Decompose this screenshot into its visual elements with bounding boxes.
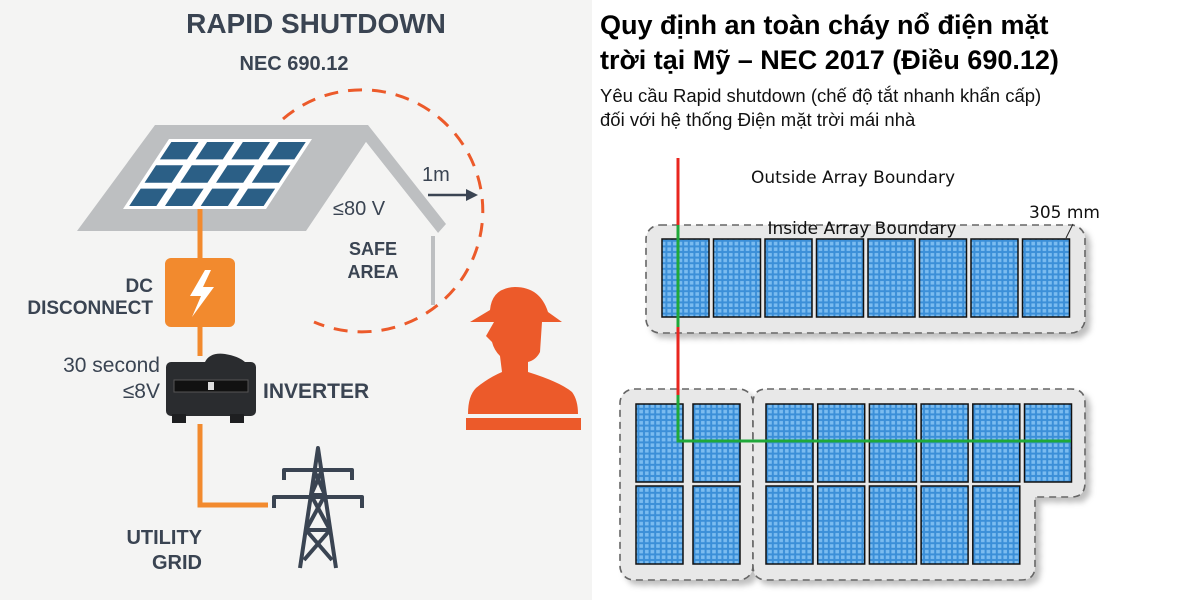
utility-label: UTILITY bbox=[126, 527, 202, 549]
solar-module bbox=[868, 403, 918, 483]
solar-cell bbox=[180, 165, 219, 183]
inside-boundary-wire bbox=[676, 395, 1071, 443]
solar-module bbox=[635, 403, 684, 483]
distance-label: 1m bbox=[422, 164, 450, 186]
solar-module bbox=[692, 403, 741, 483]
area-label: AREA bbox=[347, 262, 398, 282]
solar-module bbox=[972, 403, 1021, 483]
dc-label: DC bbox=[126, 276, 154, 297]
top-array-boundary bbox=[645, 224, 1086, 334]
solar-module bbox=[1021, 238, 1071, 318]
solar-module bbox=[764, 238, 813, 318]
solar-cell bbox=[164, 188, 204, 207]
solar-cell bbox=[144, 165, 184, 183]
distance-leader-line bbox=[1065, 223, 1074, 239]
solar-cell bbox=[251, 165, 291, 183]
solar-module bbox=[868, 485, 918, 565]
solar-module bbox=[635, 485, 684, 565]
solar-cell bbox=[129, 188, 168, 207]
infographic-drawing: RAPID SHUTDOWN NEC 690.12 DC DISCONNECT bbox=[27, 8, 581, 574]
solar-cell bbox=[267, 141, 306, 160]
safe-area-boundary bbox=[282, 88, 485, 334]
roof-interior bbox=[306, 142, 438, 233]
arrow-right-icon bbox=[428, 189, 478, 201]
solar-module bbox=[765, 485, 814, 565]
solar-cell bbox=[236, 188, 276, 207]
solar-cell bbox=[159, 141, 199, 160]
dc-disconnect-icon bbox=[165, 258, 235, 327]
article-panel: Quy định an toàn cháy nổ điện mặt trời t… bbox=[592, 0, 1200, 600]
roof-voltage-label: ≤80 V bbox=[333, 198, 386, 220]
inverter-icon bbox=[166, 353, 256, 423]
array-boundary-diagram: Outside Array Boundary Inside Array Boun… bbox=[619, 158, 1100, 581]
solar-cell bbox=[231, 141, 271, 160]
title-line-1: Quy định an toàn cháy nổ điện mặt bbox=[600, 10, 1049, 40]
infographic-code: NEC 690.12 bbox=[240, 53, 349, 75]
article-subtitle: Yêu cầu Rapid shutdown (chế độ tắt nhanh… bbox=[600, 84, 1041, 132]
conductor-run bbox=[676, 158, 1071, 443]
solar-module bbox=[765, 403, 814, 483]
wiring bbox=[197, 209, 268, 508]
worker-icon bbox=[466, 287, 581, 430]
solar-cell bbox=[200, 188, 240, 207]
solar-module bbox=[918, 238, 968, 318]
solar-cell bbox=[195, 141, 235, 160]
solar-module bbox=[661, 238, 710, 318]
power-tower-icon bbox=[272, 446, 364, 569]
article-title: Quy định an toàn cháy nổ điện mặt trời t… bbox=[600, 8, 1059, 78]
solar-module bbox=[970, 238, 1019, 318]
inside-boundary-label: Inside Array Boundary bbox=[767, 219, 956, 239]
infographic-title: RAPID SHUTDOWN bbox=[186, 8, 446, 39]
subtitle-line-1: Yêu cầu Rapid shutdown (chế độ tắt nhanh… bbox=[600, 85, 1042, 106]
solar-module bbox=[815, 238, 865, 318]
time-label: 30 second bbox=[63, 354, 160, 377]
solar-module bbox=[712, 238, 762, 318]
solar-module bbox=[972, 485, 1021, 565]
title-line-2: trời tại Mỹ – NEC 2017 (Điều 690.12) bbox=[600, 45, 1059, 75]
inverter-label: INVERTER bbox=[263, 380, 369, 403]
solar-module bbox=[920, 403, 969, 483]
rapid-shutdown-infographic: RAPID SHUTDOWN NEC 690.12 DC DISCONNECT bbox=[0, 0, 592, 600]
solar-module bbox=[692, 485, 741, 565]
solar-module bbox=[816, 403, 866, 483]
disconnect-label: DISCONNECT bbox=[27, 298, 153, 319]
solar-module bbox=[920, 485, 969, 565]
low-voltage-label: ≤8V bbox=[123, 380, 160, 403]
solar-module bbox=[1023, 403, 1073, 483]
lightning-bolt-icon bbox=[190, 270, 214, 317]
solar-panel-icon bbox=[123, 139, 312, 209]
solar-cell bbox=[216, 165, 255, 183]
distance-305mm-label: 305 mm bbox=[1029, 203, 1100, 223]
solar-modules bbox=[635, 238, 1073, 565]
subtitle-line-2: đối với hệ thống Điện mặt trời mái nhà bbox=[600, 109, 916, 130]
solar-module bbox=[816, 485, 866, 565]
outside-boundary-label: Outside Array Boundary bbox=[751, 168, 955, 188]
safe-label: SAFE bbox=[349, 239, 397, 259]
solar-module bbox=[867, 238, 916, 318]
grid-label: GRID bbox=[152, 552, 202, 574]
